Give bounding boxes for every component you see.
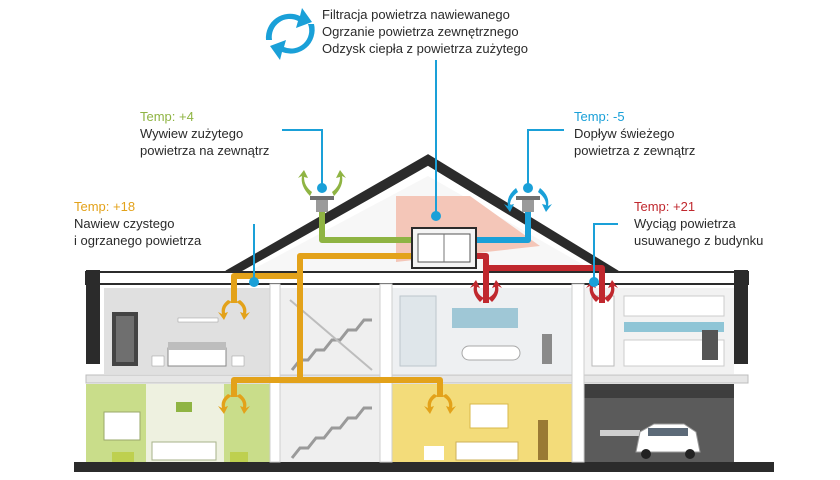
extract-label: Temp: +21 Wyciąg powietrza usuwanego z b…	[634, 198, 763, 249]
top-info-line1: Filtracja powietrza nawiewanego	[322, 7, 510, 22]
top-info-line2: Ogrzanie powietrza zewnętrznego	[322, 24, 519, 39]
supply-temp: Temp: +18	[74, 199, 136, 214]
extract-temp: Temp: +21	[634, 199, 696, 214]
ground-line	[74, 462, 774, 472]
roof-vent-left	[310, 196, 334, 212]
top-info-block: Filtracja powietrza nawiewanego Ogrzanie…	[322, 6, 528, 57]
fresh-in-line2: powietrza z zewnątrz	[574, 143, 696, 158]
recovery-cycle-icon	[265, 8, 315, 60]
extract-line1: Wyciąg powietrza	[634, 216, 736, 231]
exhaust-out-label: Temp: +4 Wywiew zużytego powietrza na ze…	[140, 108, 269, 159]
roof-vent-right	[516, 196, 540, 212]
supply-label: Temp: +18 Nawiew czystego i ogrzanego po…	[74, 198, 201, 249]
exhaust-arrows	[298, 170, 346, 196]
extract-line2: usuwanego z budynku	[634, 233, 764, 248]
extract-arrows	[470, 280, 618, 302]
exhaust-out-line2: powietrza na zewnątrz	[140, 143, 270, 158]
fresh-in-temp: Temp: -5	[574, 109, 625, 124]
exhaust-out-temp: Temp: +4	[140, 109, 194, 124]
interior-walls	[269, 283, 585, 463]
lower-floor	[86, 384, 734, 462]
fresh-in-label: Temp: -5 Dopływ świeżego powietrza z zew…	[574, 108, 695, 159]
stairwell-upper	[280, 288, 380, 374]
car	[635, 423, 701, 459]
upper-floor	[104, 288, 734, 374]
supply-line2: i ogrzanego powietrza	[74, 233, 202, 248]
fresh-air-arrows	[504, 188, 552, 212]
callout-dots	[249, 183, 599, 287]
supply-arrows	[218, 300, 456, 414]
ducts	[231, 207, 605, 397]
top-info-line3: Odzysk ciepła z powietrza zużytego	[322, 41, 528, 56]
stairwell-lower	[280, 384, 380, 462]
supply-line1: Nawiew czystego	[74, 216, 175, 231]
fresh-in-line1: Dopływ świeżego	[574, 126, 675, 141]
callout-lines	[253, 60, 618, 282]
exhaust-out-line1: Wywiew zużytego	[140, 126, 244, 141]
recuperator-unit	[411, 227, 477, 269]
